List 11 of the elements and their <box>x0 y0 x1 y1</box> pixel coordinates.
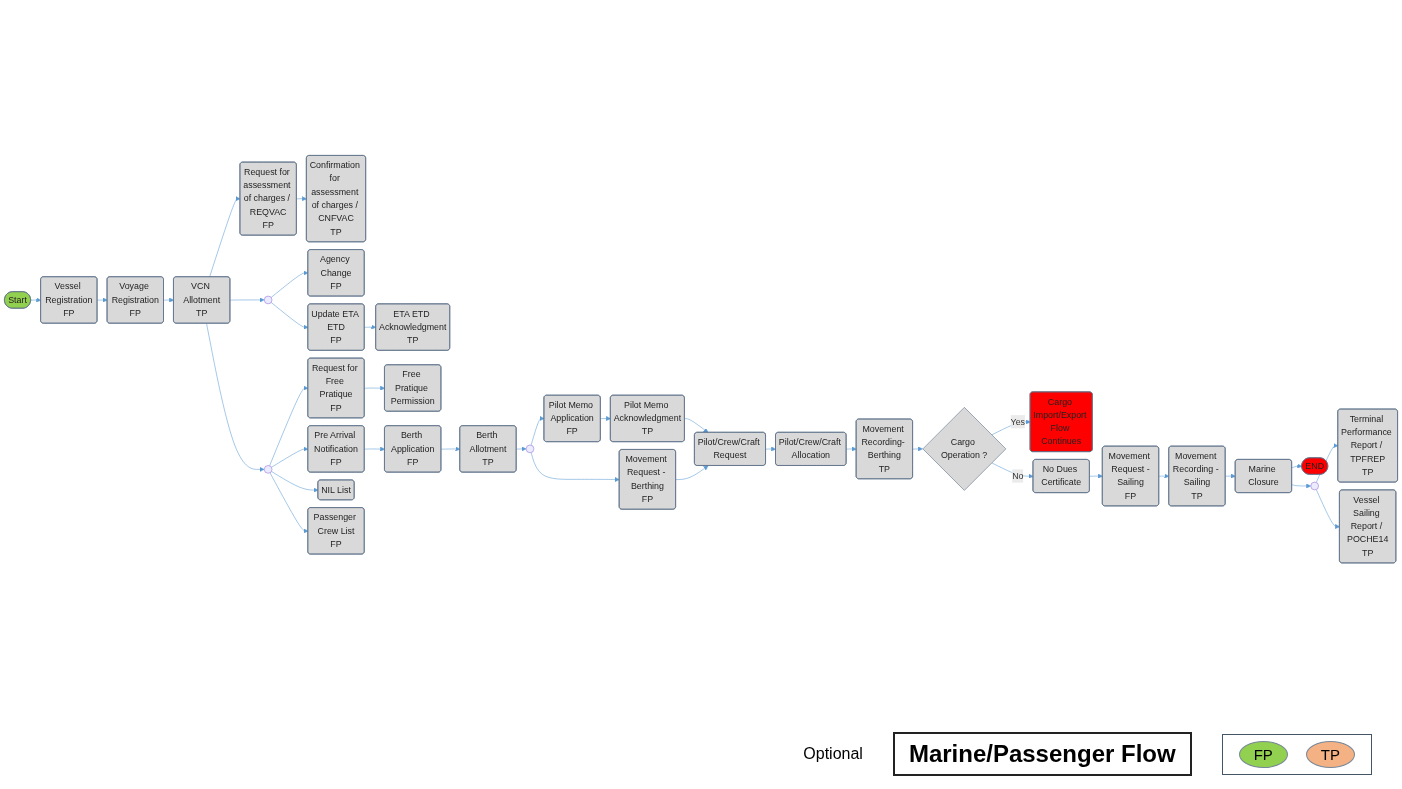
edge-label: No <box>1012 471 1024 481</box>
node-diamond: Cargo Operation ? <box>922 407 1007 491</box>
node-circle <box>264 296 273 305</box>
node-circle <box>525 445 535 454</box>
node-circle <box>264 465 273 474</box>
legend-swatch: FP <box>1238 740 1288 768</box>
node-circle <box>1310 482 1319 491</box>
legend-swatch: TP <box>1305 740 1355 768</box>
edge-label: Yes <box>1010 417 1026 427</box>
diagram-title: Marine/Passenger Flow <box>892 732 1192 776</box>
note-text: Optional <box>803 745 863 762</box>
